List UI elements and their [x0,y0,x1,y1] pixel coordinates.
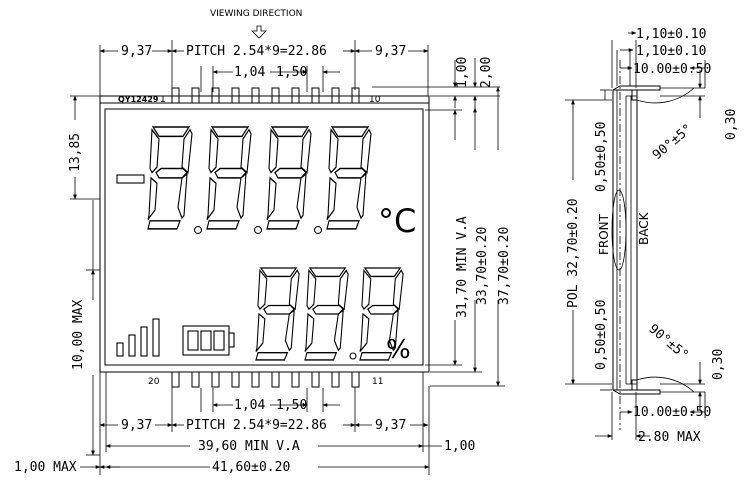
viewing-area [104,108,424,366]
side-dim-bottom-gap: 0,30 [711,349,726,380]
lcd-side-view [611,40,705,440]
dim-bottom-pitch: PITCH 2.54*9=22.86 [186,418,327,433]
dim-right-gap-2: 2,00 [479,57,494,88]
minus-segment [116,174,145,184]
side-dim-thickness: 2.80 MAX [638,430,701,445]
dim-va-height: 31,70 MIN V.A [455,216,470,318]
dim-left-pin-length: 10,00 MAX [71,299,86,370]
viewing-direction-arrow-icon [251,25,267,39]
side-back-label: BACK [637,211,651,245]
dim-va-right-gap: 1,00 [444,439,475,454]
side-top-dimensions: 1,10±0.10 1,10±0.10 10.00±0.50 0,30 90°±… [616,27,739,163]
dim-top-pin-gap: 1,50 [276,65,307,80]
celsius-symbol: °C [378,202,416,240]
side-dim-upper-offset: 0,50±0,50 [594,122,609,192]
dim-total-height: 37,70±0.20 [497,227,512,305]
decimal-point-1 [193,225,203,235]
pin-label-bottom-right: 11 [372,377,383,387]
big-digit-2 [206,126,252,230]
bottom-pins [171,371,360,388]
side-dim-polarizer: POL 32,70±0.20 [566,198,581,308]
decimal-point-3 [313,225,323,235]
right-top-dimensions: 1,00 2,00 [372,57,500,108]
top-pins [171,87,360,104]
dim-top-left-offset: 9,37 [121,44,152,59]
side-bottom-dimensions: 90°±5° 0,30 10.00±0.50 2.80 MAX [595,322,726,445]
pin-label-top-left: 1 [160,95,166,105]
dim-right-gap-1: 1,00 [455,57,470,88]
big-digit-3 [266,126,312,230]
big-digit-4 [326,126,372,230]
side-angle-bottom: 90°±5° [645,322,691,364]
dim-bottom-pin-gap: 1,50 [276,398,307,413]
pin-label-bottom-left: 20 [148,377,160,387]
dim-top-pin-width: 1,04 [234,65,265,80]
side-dim-top-3: 10.00±0.50 [633,62,711,77]
part-number: QY12429 [118,95,159,104]
small-digit-2 [304,267,349,361]
top-dimensions: 9,37 PITCH 2.54*9=22.86 9,37 1,04 1,50 [99,40,429,96]
signal-bars-icon [116,318,160,357]
side-dim-lower-offset: 0,50±0,50 [594,300,609,370]
right-dimensions: 31,70 MIN V.A 33,70±0.20 37,70±0.20 [425,86,512,387]
viewing-direction-label: VIEWING DIRECTION [210,9,302,19]
dim-bottom-left-offset: 9,37 [121,418,152,433]
bottom-dimensions: 1,04 1,50 9,37 PITCH 2.54*9=22.86 9,37 3… [14,372,475,475]
dim-bottom-pin-width: 1,04 [234,398,265,413]
percent-symbol: % [386,335,411,365]
side-dim-bottom-1: 10.00±0.50 [633,405,711,420]
dim-bottom-right-offset: 9,37 [375,418,406,433]
dim-top-pitch: PITCH 2.54*9=22.86 [186,44,327,59]
left-dimensions: 13,85 10,00 MAX [68,95,101,475]
side-front-label: FRONT [597,213,611,255]
dim-total-width: 41,60±0.20 [212,460,290,475]
side-dim-top-1: 1,10±0.10 [636,27,706,42]
dim-glass-height: 33,70±0.20 [475,227,490,305]
small-digit-1 [255,267,300,361]
dim-top-right-offset: 9,37 [375,44,406,59]
decimal-point-small [349,352,357,360]
dim-va-width: 39,60 MIN V.A [198,439,300,454]
side-dim-top-gap: 0,30 [724,109,739,140]
side-left-dimensions: 0,50±0,50 POL 32,70±0.20 0,50±0,50 FRONT… [565,89,651,391]
dim-left-height: 13,85 [68,133,83,172]
decimal-point-2 [253,225,263,235]
lcd-front-view: QY12429 1 10 20 11 °C [99,87,430,388]
big-digit-1 [147,126,193,230]
battery-icon [182,325,235,356]
pin-label-top-right: 10 [369,95,381,105]
dim-left-bottom-gap: 1,00 MAX [14,460,77,475]
side-dim-top-2: 1,10±0.10 [636,44,706,59]
side-angle-top: 90°±5° [650,121,696,163]
